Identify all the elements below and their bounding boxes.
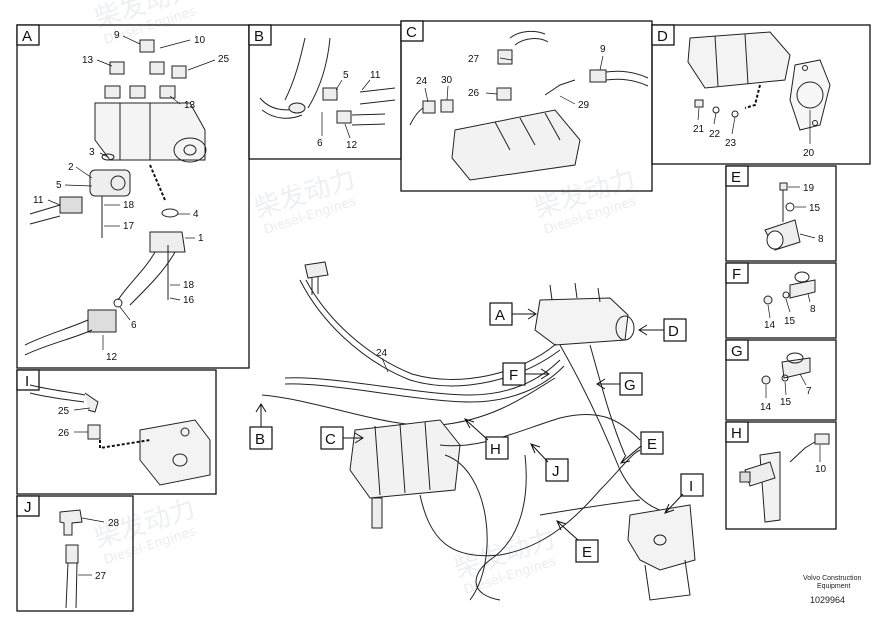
- panel-g: G 7 14 15: [725, 339, 837, 421]
- callout: 26: [58, 428, 70, 439]
- panel-g-label: G: [731, 343, 743, 360]
- panel-d: D 21 22 23 20: [651, 24, 871, 165]
- tag-a: A: [489, 302, 537, 326]
- callout: 15: [809, 203, 821, 214]
- callout: 15: [780, 397, 792, 408]
- callout: 28: [108, 518, 120, 529]
- svg-text:D: D: [668, 323, 679, 340]
- callout: 11: [33, 195, 44, 206]
- callout: 13: [82, 55, 94, 66]
- callout: 14: [760, 402, 772, 413]
- callout: 27: [468, 54, 480, 65]
- callout: 5: [343, 70, 349, 81]
- callout: 8: [810, 304, 816, 315]
- tag-b: B: [249, 403, 273, 450]
- panel-h: H 10: [725, 421, 837, 530]
- callout: 25: [218, 54, 230, 65]
- callout: 6: [317, 138, 323, 149]
- panel-e: E 19 15 8: [725, 165, 837, 262]
- panel-a: A: [16, 24, 250, 369]
- svg-text:H: H: [490, 441, 501, 458]
- panel-f: F 8 14 15: [725, 262, 837, 339]
- panel-h-label: H: [731, 425, 742, 442]
- panel-c-label: C: [406, 24, 417, 41]
- tag-c: C: [320, 426, 364, 450]
- callout: 14: [764, 320, 776, 331]
- callout: 8: [818, 234, 824, 245]
- callout: 6: [131, 320, 137, 331]
- doc-number: 1029964: [810, 595, 845, 605]
- callout: 16: [183, 295, 195, 306]
- main-assembly: 24 A B C D E E: [249, 261, 704, 601]
- panel-i-label: I: [25, 373, 29, 390]
- callout: 24: [376, 348, 388, 359]
- panel-c: C 27 9 24 30 26 29: [400, 20, 653, 192]
- tag-j: J: [530, 443, 569, 482]
- callout: 11: [370, 70, 381, 81]
- callout: 10: [194, 35, 206, 46]
- svg-text:C: C: [325, 431, 336, 448]
- callout: 10: [815, 464, 827, 475]
- panel-j-label: J: [24, 499, 32, 516]
- callout: 9: [600, 44, 606, 55]
- panel-i: I 25 26: [16, 369, 217, 495]
- svg-text:F: F: [509, 367, 518, 384]
- callout: 13: [184, 100, 196, 111]
- panel-f-label: F: [732, 266, 741, 283]
- callout: 1: [198, 233, 204, 244]
- callout: 18: [183, 280, 195, 291]
- callout: 5: [56, 180, 62, 191]
- svg-text:B: B: [255, 431, 265, 448]
- tag-i: I: [664, 473, 704, 514]
- callout: 12: [346, 140, 358, 151]
- tag-g: G: [596, 372, 643, 396]
- svg-text:E: E: [582, 544, 592, 561]
- panel-d-label: D: [657, 28, 668, 45]
- svg-text:J: J: [552, 463, 560, 480]
- callout: 7: [806, 386, 812, 397]
- panel-e-label: E: [731, 169, 741, 186]
- callout: 29: [578, 100, 590, 111]
- callout: 24: [416, 76, 428, 87]
- callout: 23: [725, 138, 737, 149]
- svg-text:G: G: [624, 377, 636, 394]
- callout: 27: [95, 571, 107, 582]
- tag-f: F: [502, 362, 550, 386]
- footer: Volvo Construction Equipment 1029964: [803, 575, 861, 605]
- callout: 19: [803, 183, 815, 194]
- tag-d: D: [638, 318, 687, 342]
- panel-a-label: A: [22, 28, 32, 45]
- svg-text:I: I: [689, 478, 693, 495]
- callout: 20: [803, 148, 815, 159]
- callout: 17: [123, 221, 135, 232]
- panel-j: J 28 27: [16, 495, 134, 612]
- callout: 18: [123, 200, 135, 211]
- callout: 4: [193, 209, 199, 220]
- tag-h: H: [463, 418, 509, 460]
- svg-text:A: A: [495, 307, 505, 324]
- panel-b: B 5 11 6 12: [248, 24, 402, 160]
- callout: 26: [468, 88, 480, 99]
- callout: 3: [89, 147, 95, 158]
- callout: 25: [58, 406, 70, 417]
- brand-line-2: Equipment: [817, 583, 851, 590]
- callout: 9: [114, 30, 120, 41]
- tag-e-upper: E: [619, 431, 664, 464]
- callout: 30: [441, 75, 453, 86]
- panel-a-callouts: 9 10 13 25 13 3 2 5 11 18 17 4 1 18 16 6…: [33, 30, 230, 363]
- tag-e-lower: E: [556, 520, 599, 563]
- svg-text:E: E: [647, 436, 657, 453]
- panel-b-label: B: [254, 28, 264, 45]
- brand-line-1: Volvo Construction: [803, 575, 861, 582]
- callout: 21: [693, 124, 705, 135]
- callout: 22: [709, 129, 721, 140]
- callout: 15: [784, 316, 796, 327]
- callout: 2: [68, 162, 74, 173]
- callout: 12: [106, 352, 118, 363]
